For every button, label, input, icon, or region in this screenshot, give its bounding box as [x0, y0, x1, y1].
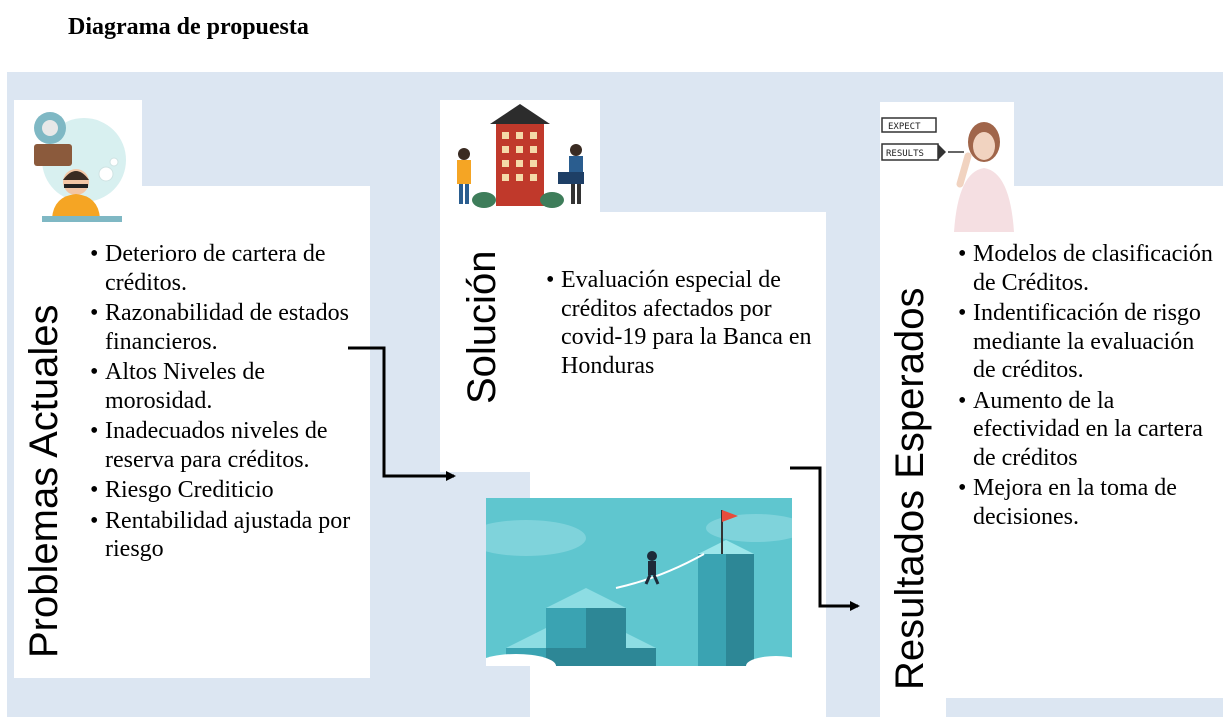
results-heading: Resultados Esperados [888, 287, 932, 690]
expect-sign-text: EXPECT [888, 122, 921, 132]
results-label-strip [880, 232, 946, 718]
list-item: Indentificación de risgo mediante la eva… [958, 299, 1220, 385]
list-item: Razonabilidad de estados financieros. [90, 299, 360, 356]
list-item: Modelos de clasificación de Créditos. [958, 240, 1220, 297]
solution-list: Evaluación especial de créditos afectado… [546, 266, 816, 382]
problems-label-strip [14, 230, 80, 678]
problems-heading: Problemas Actuales [22, 304, 66, 658]
problems-list: Deterioro de cartera de créditos. Razona… [90, 240, 360, 566]
solution-label-strip [440, 212, 530, 472]
list-item: Mejora en la toma de decisiones. [958, 474, 1220, 531]
results-sign-text: RESULTS [886, 149, 924, 159]
growth-staircase-illustration [486, 498, 792, 666]
solution-heading: Solución [460, 250, 504, 404]
list-item: Evaluación especial de créditos afectado… [546, 266, 816, 380]
list-item: Deterioro de cartera de créditos. [90, 240, 360, 297]
expect-results-illustration: EXPECT RESULTS [880, 102, 1014, 232]
list-item: Inadecuados niveles de reserva para créd… [90, 417, 360, 474]
list-item: Altos Niveles de morosidad. [90, 358, 360, 415]
results-list: Modelos de clasificación de Créditos. In… [958, 240, 1220, 533]
list-item: Aumento de la efectividad en la cartera … [958, 387, 1220, 473]
list-item: Riesgo Crediticio [90, 476, 360, 505]
bank-building-illustration [440, 100, 600, 212]
worried-person-illustration [14, 100, 142, 230]
list-item: Rentabilidad ajustada por riesgo [90, 507, 360, 564]
page-title: Diagrama de propuesta [68, 14, 309, 40]
